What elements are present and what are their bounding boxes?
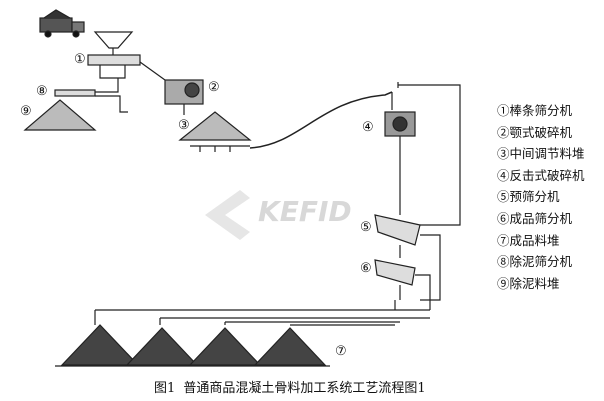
jaw-crusher-2 (164, 79, 204, 115)
product-screen-6 (374, 259, 416, 286)
legend-item: ③中间调节料堆 (497, 146, 585, 162)
marker-2: ② (208, 80, 220, 95)
logo-chevron-icon (205, 190, 250, 240)
surge-pile-3 (178, 111, 252, 141)
legend-item: ⑨除泥料堆 (497, 275, 560, 291)
legend: ①棒条筛分机 ②颚式破碎机 ③中间调节料堆 ④反击式破碎机 ⑤预筛分机 ⑥成品筛… (497, 100, 585, 294)
legend-item: ⑤预筛分机 (497, 189, 560, 205)
marker-3: ③ (178, 118, 190, 133)
marker-7: ⑦ (335, 344, 347, 359)
legend-item: ⑧除泥筛分机 (497, 254, 573, 270)
bar-screen-1 (87, 54, 141, 66)
sludge-pile-9 (23, 99, 97, 131)
legend-item: ⑦成品料堆 (497, 232, 560, 248)
impact-crusher-4 (384, 111, 416, 137)
dump-truck-icon (39, 9, 85, 38)
legend-item: ④反击式破碎机 (497, 167, 585, 183)
legend-item: ⑥成品筛分机 (497, 210, 573, 226)
marker-5: ⑤ (360, 220, 372, 235)
marker-9: ⑨ (20, 104, 32, 119)
desliming-screen-8 (54, 89, 96, 97)
legend-item: ①棒条筛分机 (497, 103, 573, 118)
kefid-watermark: KEFID (258, 195, 352, 228)
marker-1: ① (74, 52, 86, 67)
figure-caption: 图1 普通商品混凝土骨料加工系统工艺流程图1 (154, 381, 426, 396)
pre-screen-5 (374, 214, 421, 246)
feed-hopper (93, 31, 134, 49)
product-piles-7 (60, 324, 327, 366)
marker-6: ⑥ (360, 261, 372, 276)
legend-item: ②颚式破碎机 (497, 124, 573, 140)
marker-4: ④ (362, 120, 374, 135)
marker-8: ⑧ (36, 84, 48, 99)
